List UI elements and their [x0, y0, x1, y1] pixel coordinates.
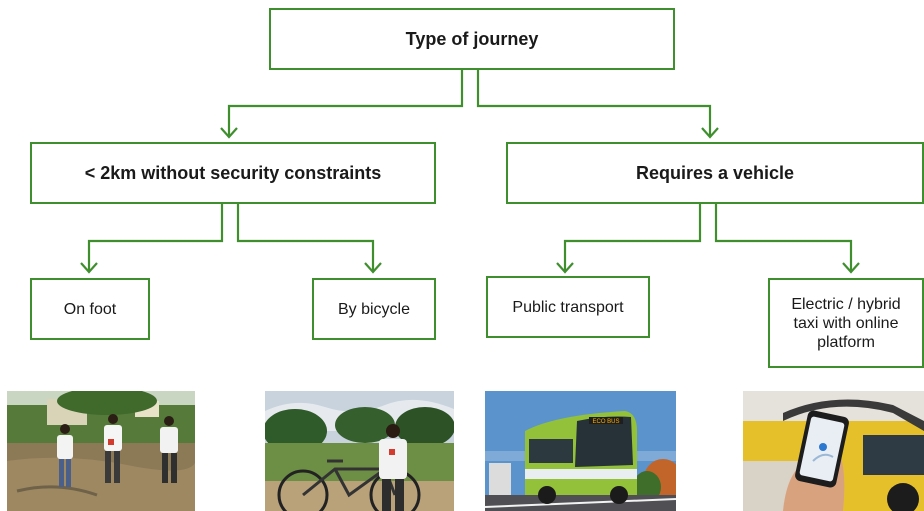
taxi-app-photo — [743, 391, 924, 511]
arrow-vehicle-to-taxi — [842, 262, 860, 274]
arrow-short-to-bicycle — [364, 262, 382, 274]
bicycle-node: By bicycle — [312, 278, 436, 340]
arrow-root-to-vehicle — [701, 127, 719, 139]
bicycle-label: By bicycle — [337, 300, 411, 318]
taxi-node: Electric / hybrid taxi with online platf… — [768, 278, 924, 368]
public-transport-label: Public transport — [512, 298, 624, 316]
vehicle-label: Requires a vehicle — [635, 162, 795, 183]
public-transport-node: Public transport — [486, 276, 650, 338]
arrow-short-to-foot — [80, 262, 98, 274]
connector-root-to-vehicle — [476, 70, 712, 136]
arrow-vehicle-to-public-transport — [556, 262, 574, 274]
connector-short-to-bicycle — [236, 204, 375, 271]
arrow-root-to-short-distance — [220, 127, 238, 139]
on-foot-label: On foot — [63, 300, 117, 318]
bicycle-photo — [265, 391, 454, 511]
bus-photo: ECO BUS — [485, 391, 676, 511]
root-node: Type of journey — [269, 8, 675, 70]
connector-short-to-foot — [87, 204, 224, 271]
short-distance-label: < 2km without security constraints — [84, 162, 382, 183]
root-label: Type of journey — [405, 28, 539, 49]
connector-root-to-short-distance — [227, 70, 464, 136]
on-foot-node: On foot — [30, 278, 150, 340]
walking-photo — [7, 391, 195, 511]
connector-vehicle-to-public-transport — [563, 204, 702, 271]
bus-destination-text: ECO BUS — [592, 419, 619, 425]
short-distance-node: < 2km without security constraints — [30, 142, 436, 204]
taxi-label: Electric / hybrid taxi with online platf… — [791, 295, 901, 351]
connector-vehicle-to-taxi — [714, 204, 853, 271]
vehicle-node: Requires a vehicle — [506, 142, 924, 204]
